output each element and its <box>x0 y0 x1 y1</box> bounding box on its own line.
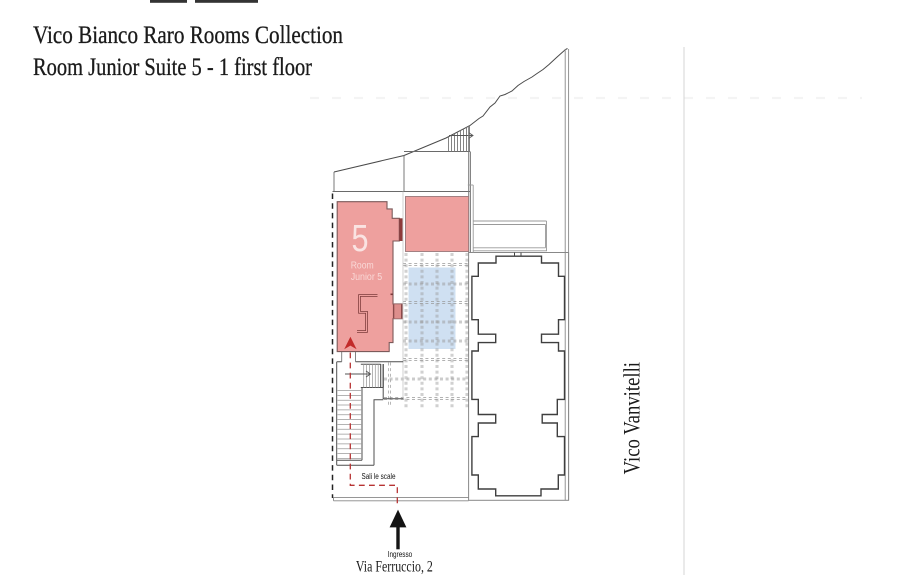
svg-text:Room: Room <box>351 261 374 272</box>
svg-text:Junior 5: Junior 5 <box>351 272 383 283</box>
svg-text:Vico Bianco Raro Rooms Collect: Vico Bianco Raro Rooms Collection <box>33 22 343 49</box>
svg-text:Room Junior Suite 5 - 1 first: Room Junior Suite 5 - 1 first floor <box>33 54 313 81</box>
svg-text:5: 5 <box>352 218 369 260</box>
svg-text:Sali le scale: Sali le scale <box>362 471 396 481</box>
svg-text:Vico Vanvitelli: Vico Vanvitelli <box>620 362 645 474</box>
svg-text:Ingresso: Ingresso <box>388 550 413 559</box>
svg-text:Via Ferruccio, 2: Via Ferruccio, 2 <box>356 558 433 575</box>
